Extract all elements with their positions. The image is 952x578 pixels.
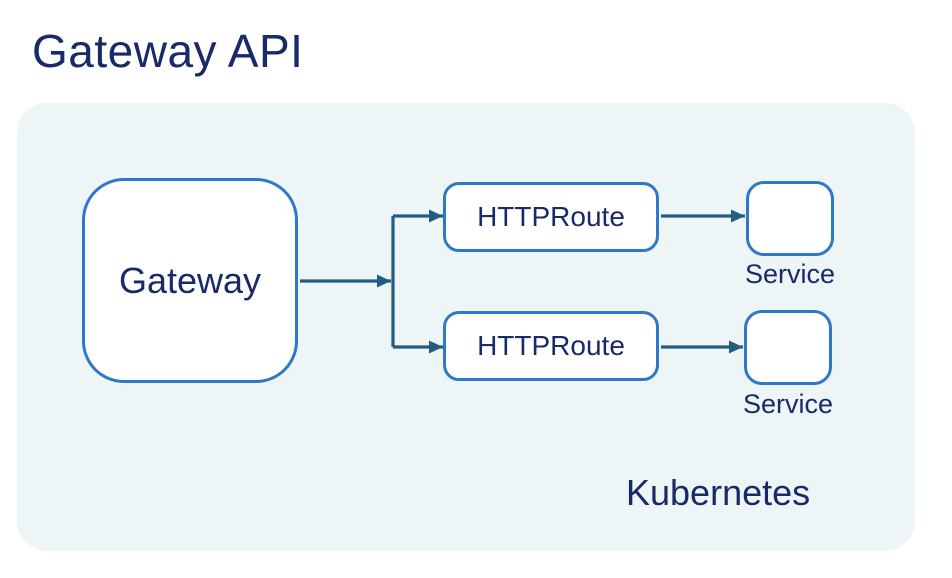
- kubernetes-cluster-label: Kubernetes: [626, 472, 811, 513]
- gateway-node-label: Gateway: [118, 259, 262, 301]
- gateway-node: Gateway: [82, 178, 298, 383]
- service-node-1-label: Service: [744, 259, 836, 289]
- page-title: Gateway API: [32, 25, 304, 77]
- httproute-node-2-label: HTTPRoute: [477, 330, 625, 361]
- httproute-node-1-label: HTTPRoute: [477, 201, 625, 232]
- httproute-node-1: HTTPRoute: [443, 182, 659, 252]
- service-node-1: [746, 181, 834, 256]
- httproute-node-2: HTTPRoute: [443, 311, 659, 381]
- service-node-2-label: Service: [742, 389, 834, 419]
- service-node-2: [744, 310, 832, 385]
